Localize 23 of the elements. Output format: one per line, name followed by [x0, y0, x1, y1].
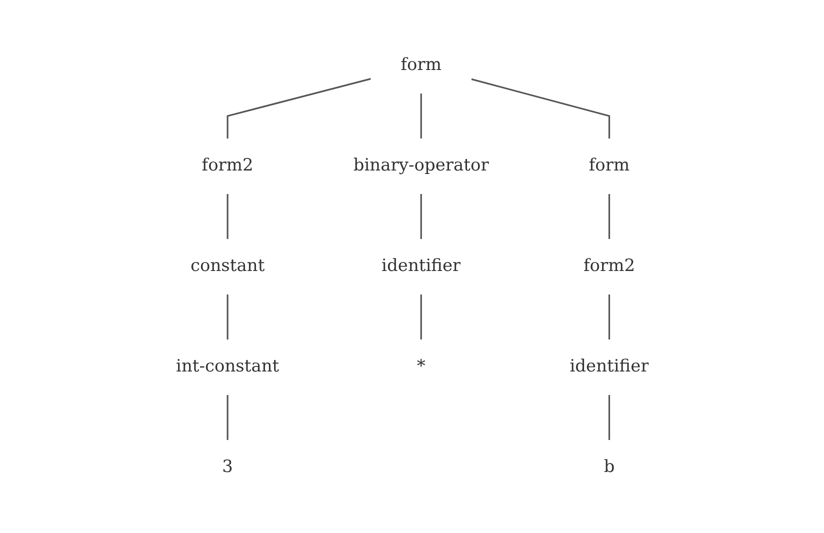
connector: [420, 93, 422, 138]
connector: [608, 294, 610, 340]
node-text: identifier: [381, 256, 460, 276]
node-text: *: [416, 356, 425, 376]
node-text: binary-operator: [352, 155, 488, 176]
node-text: form2: [583, 256, 635, 276]
connector: [608, 394, 610, 440]
node-text: int-constant: [176, 356, 279, 376]
connector: [226, 194, 228, 239]
node-text: b: [603, 456, 614, 477]
connector: [420, 294, 422, 340]
node-text: form2: [201, 155, 253, 176]
connector: [226, 294, 228, 340]
connector: [470, 78, 610, 138]
connector: [420, 194, 422, 239]
connector: [226, 394, 228, 440]
node-text: constant: [190, 256, 264, 276]
connector: [226, 78, 371, 138]
node-text: identifier: [569, 356, 648, 376]
connector: [608, 194, 610, 239]
node-text: form: [588, 155, 630, 176]
node-text: 3: [222, 456, 233, 477]
node-text: form: [400, 54, 442, 75]
